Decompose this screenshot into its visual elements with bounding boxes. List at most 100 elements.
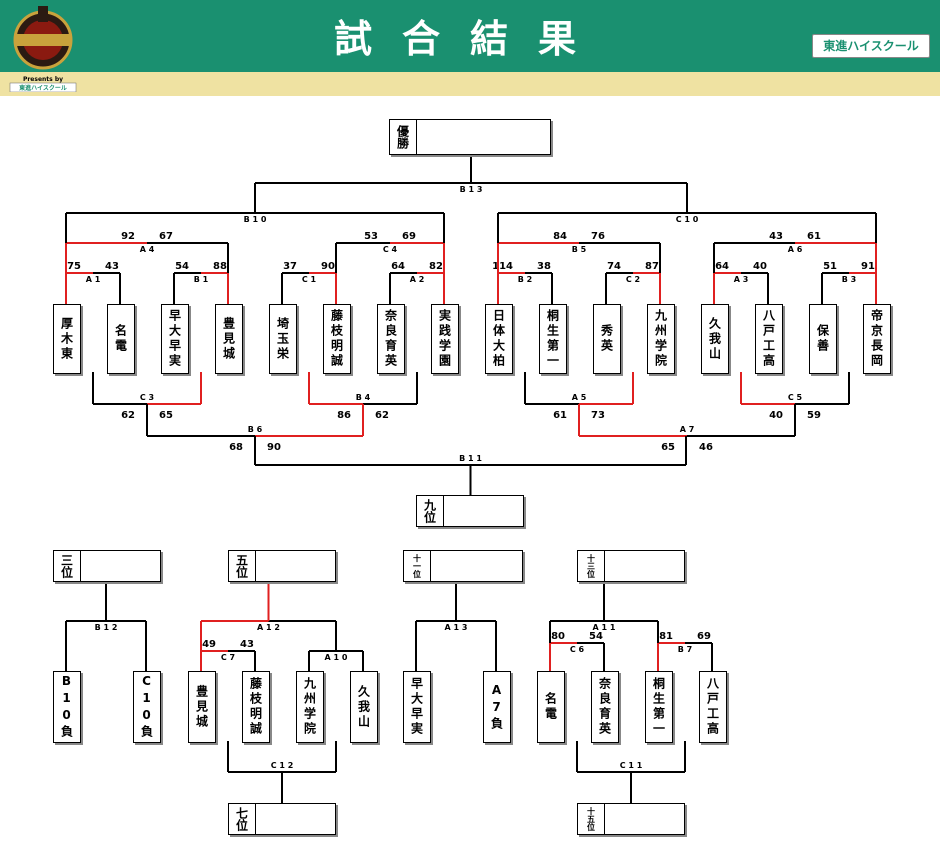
team-name: 名電 bbox=[543, 692, 558, 722]
team-box: 埼玉栄 bbox=[269, 304, 297, 374]
brand-badge: 東進ハイスクール bbox=[812, 34, 930, 58]
rank-label: 五位 bbox=[234, 554, 249, 578]
team-box: 藤枝明誠 bbox=[323, 304, 351, 374]
team-name: B10負 bbox=[59, 674, 74, 740]
team-name: 日体大柏 bbox=[491, 309, 506, 369]
score-right: 76 bbox=[591, 231, 605, 242]
score-left: 49 bbox=[202, 639, 216, 650]
score-right: 91 bbox=[861, 261, 875, 272]
team-name: 厚木東 bbox=[59, 316, 74, 362]
rank-label-cell: 十三位 bbox=[578, 551, 605, 581]
score-left: 74 bbox=[607, 261, 621, 272]
match-id: C 7 bbox=[221, 653, 235, 662]
score-right: 82 bbox=[429, 261, 443, 272]
team-name: 桐生第一 bbox=[545, 309, 560, 369]
match-id: B 1 0 bbox=[244, 215, 267, 224]
team-name: C10負 bbox=[139, 674, 154, 740]
match-id: B 1 3 bbox=[460, 185, 483, 194]
score-left: 84 bbox=[553, 231, 567, 242]
match-id: B 3 bbox=[842, 275, 856, 284]
match-id: A 1 1 bbox=[593, 623, 616, 632]
team-name: 保善 bbox=[815, 324, 830, 354]
team-box: 八戸工高 bbox=[755, 304, 783, 374]
score-right: 87 bbox=[645, 261, 659, 272]
team-box: A7負 bbox=[483, 671, 511, 743]
score-left: 68 bbox=[229, 442, 243, 453]
team-name: 名電 bbox=[113, 324, 128, 354]
score-right: 67 bbox=[159, 231, 173, 242]
team-name: 久我山 bbox=[707, 316, 722, 362]
match-id: C 1 0 bbox=[676, 215, 699, 224]
match-id: C 1 1 bbox=[620, 761, 643, 770]
rank-label: 十五位 bbox=[586, 807, 596, 831]
rank-label: 優勝 bbox=[395, 125, 410, 149]
team-box: 実践学園 bbox=[431, 304, 459, 374]
rank-label-cell: 七位 bbox=[229, 804, 256, 834]
team-name: 九州学院 bbox=[302, 677, 317, 737]
team-name: 奈良育英 bbox=[597, 677, 612, 737]
score-right: 69 bbox=[697, 631, 711, 642]
team-box: 豊見城 bbox=[215, 304, 243, 374]
match-id: B 5 bbox=[572, 245, 587, 254]
team-box: 九州学院 bbox=[296, 671, 324, 743]
match-id: A 1 3 bbox=[445, 623, 468, 632]
team-name: 奈良育英 bbox=[383, 309, 398, 369]
match-id: A 1 2 bbox=[257, 623, 280, 632]
match-id: B 6 bbox=[248, 425, 263, 434]
score-left: 64 bbox=[715, 261, 729, 272]
rank-label-cell: 三位 bbox=[54, 551, 81, 581]
score-right: 62 bbox=[375, 410, 389, 421]
score-left: 53 bbox=[364, 231, 378, 242]
team-box: 藤枝明誠 bbox=[242, 671, 270, 743]
header-bar bbox=[0, 0, 940, 72]
team-name: 帝京長岡 bbox=[869, 309, 884, 369]
team-name: 九州学院 bbox=[653, 309, 668, 369]
score-left: 62 bbox=[121, 410, 135, 421]
team-box: 豊見城 bbox=[188, 671, 216, 743]
team-box: C10負 bbox=[133, 671, 161, 743]
rank-box-thirteenth: 十三位 bbox=[577, 550, 685, 582]
team-name: 藤枝明誠 bbox=[248, 677, 263, 737]
team-box: 久我山 bbox=[701, 304, 729, 374]
team-name: 実践学園 bbox=[437, 309, 452, 369]
team-name: 早大早実 bbox=[409, 677, 424, 737]
team-box: 桐生第一 bbox=[645, 671, 673, 743]
match-id: C 4 bbox=[383, 245, 398, 254]
rank-label-cell: 五位 bbox=[229, 551, 256, 581]
rank-box-fifteenth: 十五位 bbox=[577, 803, 685, 835]
score-left: 40 bbox=[769, 410, 783, 421]
team-name: 埼玉栄 bbox=[275, 316, 290, 362]
match-id: C 1 bbox=[302, 275, 317, 284]
score-right: 43 bbox=[240, 639, 254, 650]
match-id: C 1 2 bbox=[271, 761, 294, 770]
score-left: 43 bbox=[769, 231, 783, 242]
match-id: A 5 bbox=[572, 393, 587, 402]
team-box: 名電 bbox=[107, 304, 135, 374]
match-id: A 2 bbox=[410, 275, 425, 284]
score-left: 51 bbox=[823, 261, 837, 272]
match-id: A 1 0 bbox=[325, 653, 348, 662]
score-left: 75 bbox=[67, 261, 81, 272]
score-left: 61 bbox=[553, 410, 567, 421]
match-id: B 7 bbox=[678, 645, 692, 654]
team-name: 豊見城 bbox=[194, 684, 209, 730]
team-box: B10負 bbox=[53, 671, 81, 743]
team-name: 八戸工高 bbox=[705, 677, 720, 737]
score-left: 81 bbox=[659, 631, 673, 642]
match-id: B 1 2 bbox=[95, 623, 118, 632]
team-name: 藤枝明誠 bbox=[329, 309, 344, 369]
score-right: 90 bbox=[267, 442, 281, 453]
match-id: C 3 bbox=[140, 393, 154, 402]
score-left: 80 bbox=[551, 631, 565, 642]
tournament-logo: Presents by 東進ハイスクール bbox=[8, 4, 78, 93]
team-box: 帝京長岡 bbox=[863, 304, 891, 374]
score-left: 92 bbox=[121, 231, 135, 242]
rank-box-ninth: 九位 bbox=[416, 495, 524, 527]
rank-label: 三位 bbox=[59, 554, 74, 578]
page-title: 試合結果 bbox=[333, 16, 606, 61]
team-box: 日体大柏 bbox=[485, 304, 513, 374]
match-id: B 1 bbox=[194, 275, 209, 284]
score-right: 43 bbox=[105, 261, 119, 272]
rank-box-seventh: 七位 bbox=[228, 803, 336, 835]
